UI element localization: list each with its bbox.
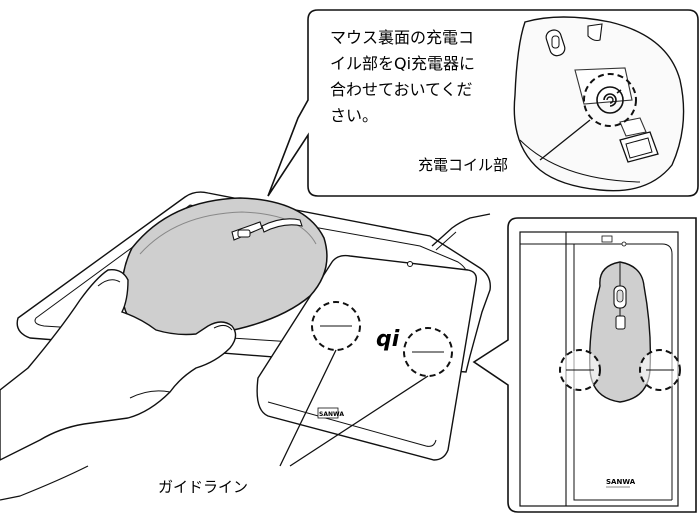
callout-top: マウス裏面の充電コ イル部をQi充電器に 合わせておいてくだ さい。 充電コイル…	[267, 9, 699, 197]
callout-instruction-line-3: 合わせておいてくだ	[330, 80, 473, 99]
coil-leader-line	[539, 119, 591, 161]
svg-text:qi: qi	[376, 327, 400, 352]
coil-label: 充電コイル部	[418, 156, 508, 174]
guideline-label: ガイドライン	[158, 478, 248, 496]
main-scene: qi SANWA	[0, 191, 491, 501]
pad-brand-logo: SANWA	[319, 411, 344, 418]
callout-instruction-line-1: マウス裏面の充電コ	[330, 28, 474, 47]
guideline-leader	[279, 349, 429, 467]
callout-instruction-line-2: イル部をQi充電器に	[330, 54, 475, 73]
qi-logo-icon: qi	[376, 327, 400, 352]
callout-instruction-line-4: さい。	[330, 106, 378, 125]
coil-icon	[583, 73, 637, 127]
bottom-right-brand-logo: SANWA	[606, 478, 636, 486]
wheel-icon	[237, 229, 251, 238]
callout-right: SANWA	[472, 217, 697, 513]
